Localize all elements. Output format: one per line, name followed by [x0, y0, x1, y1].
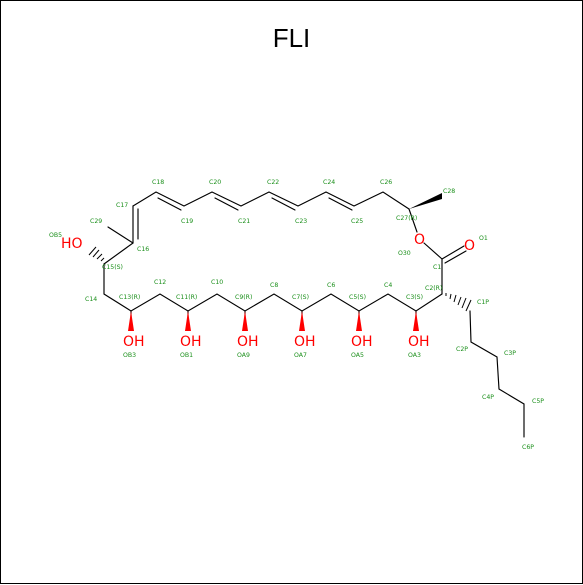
atom-label-c4: C4	[384, 282, 392, 289]
atom-label-c24: C24	[323, 179, 335, 186]
atom-label-c3p: C3P	[504, 350, 516, 357]
atom-label-c1p: C1P	[477, 299, 489, 306]
atom-label-c16: C16	[137, 246, 149, 253]
atom-label-c27: C27(R)	[396, 215, 417, 222]
atom-label-c2p: C2P	[456, 346, 468, 353]
hydroxyl-oa7: OH	[294, 334, 316, 350]
atom-label-c25: C25	[351, 218, 363, 225]
hydroxyl-ob1: OH	[180, 334, 202, 350]
atom-label-oa7: OA7	[294, 352, 307, 359]
hydroxyl-oa5: OH	[351, 334, 373, 350]
atom-labels: C18 C20 C22 C24 C26 C28 C17 C19 C21 C23 …	[49, 179, 544, 451]
heteroatom-groups: HO OH OH OH OH OH OH O O	[61, 232, 475, 350]
atom-label-c15: C15(S)	[102, 264, 123, 271]
hydroxyl-oa3: OH	[408, 334, 430, 350]
atom-label-oa5: OA5	[351, 352, 364, 359]
atom-label-c5p: C5P	[532, 398, 544, 405]
atom-label-ob5: OB5	[49, 232, 62, 239]
atom-label-c28: C28	[443, 188, 455, 195]
atom-label-c6p: C6P	[522, 444, 534, 451]
atom-label-o30: O30	[398, 250, 411, 257]
atom-label-c19: C19	[181, 218, 193, 225]
atom-label-oa3: OA3	[408, 352, 421, 359]
atom-label-c12: C12	[154, 279, 166, 286]
atom-label-c18: C18	[152, 179, 164, 186]
carbon-skeleton	[103, 191, 525, 438]
stereo-bonds	[88, 193, 472, 331]
atom-label-c9: C9(R)	[235, 294, 252, 301]
hydroxyl-ob5: HO	[61, 236, 83, 252]
ring-oxygen-o30: O	[414, 232, 425, 248]
atom-label-c26: C26	[380, 179, 392, 186]
atom-label-c22: C22	[267, 179, 279, 186]
atom-label-c3: C3(S)	[406, 294, 423, 301]
atom-label-c5: C5(S)	[349, 294, 366, 301]
atom-label-c17: C17	[116, 202, 128, 209]
atom-label-c23: C23	[295, 218, 307, 225]
atom-label-c21: C21	[238, 218, 250, 225]
atom-label-c2: C2(R)	[425, 285, 442, 292]
atom-label-ob3: OB3	[123, 352, 136, 359]
atom-label-c8: C8	[270, 282, 278, 289]
atom-label-c13: C13(R)	[119, 294, 140, 301]
hydroxyl-oa9: OH	[237, 334, 259, 350]
atom-label-c4p: C4P	[482, 394, 494, 401]
atom-label-c7: C7(S)	[292, 294, 309, 301]
atom-label-c6: C6	[327, 282, 335, 289]
atom-label-oa9: OA9	[237, 352, 250, 359]
atom-label-c11: C11(R)	[176, 294, 197, 301]
carbonyl-oxygen-o1: O	[464, 238, 475, 254]
structure-title: FLI	[272, 23, 311, 53]
atom-label-c29: C29	[90, 218, 102, 225]
atom-label-ob1: OB1	[180, 352, 193, 359]
hydroxyl-ob3: OH	[123, 334, 145, 350]
atom-label-c10: C10	[211, 279, 223, 286]
atom-label-o1: O1	[479, 235, 488, 242]
atom-label-c20: C20	[209, 179, 221, 186]
atom-label-c1: C1	[433, 264, 441, 271]
atom-label-c14: C14	[85, 296, 97, 303]
